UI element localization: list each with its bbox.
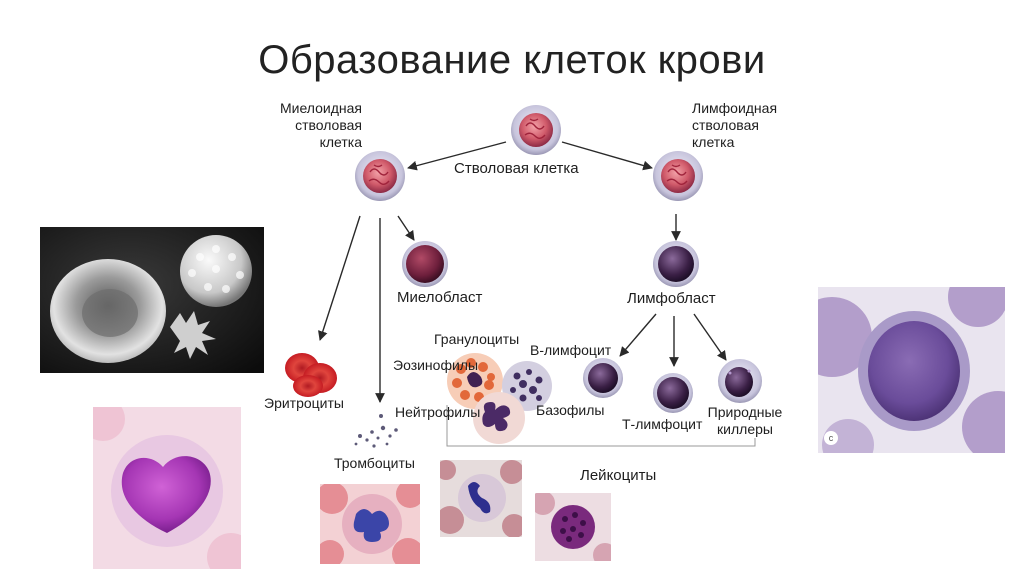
label-t-lymphocyte: Т-лимфоцит: [622, 416, 703, 432]
sem-photo: [40, 227, 264, 373]
label-lymphoblast: Лимфобласт: [627, 290, 716, 307]
label-stem-cell: Стволовая клетка: [454, 160, 579, 177]
platelets-cells: [354, 414, 398, 448]
page-title: Образование клеток крови: [258, 38, 766, 82]
band-neutrophil-photo: [440, 460, 522, 537]
label-platelets: Тромбоциты: [334, 455, 415, 471]
myeloblast-cell: [402, 241, 448, 287]
stem-cell: [511, 105, 561, 155]
label-granulocytes: Гранулоциты: [434, 331, 520, 347]
neutrophil-photo: [320, 484, 420, 564]
label-natural-killers: Природные киллеры: [707, 404, 783, 437]
monocyte-photo: [93, 407, 241, 569]
label-neutrophils: Нейтрофилы: [395, 404, 481, 420]
erythrocytes-cells: [285, 353, 337, 397]
leukocytes-bracket: [446, 405, 756, 447]
label-leukocytes: Лейкоциты: [580, 467, 657, 484]
neutrophil-cell: [473, 392, 525, 444]
label-erythrocytes: Эритроциты: [264, 395, 344, 411]
t-lymphocyte-cell: [653, 373, 693, 413]
b-lymphocyte-cell: [583, 358, 623, 398]
myeloid-stem-cell: [355, 151, 405, 201]
arrow-lymphoblast-to-b: [619, 313, 657, 357]
label-basophils: Базофилы: [536, 402, 605, 418]
label-myeloid-stem: Миелоидная стволовая клетка: [279, 100, 362, 150]
lymphocyte-photo: c: [818, 287, 1005, 453]
arrow-myeloid-to-myeloblast: [397, 215, 415, 241]
arrow-stem-to-lymphoid: [561, 141, 653, 171]
arrow-lymphoblast-to-nk: [693, 313, 727, 361]
label-lymphoid-stem: Лимфоидная стволовая клетка: [692, 100, 778, 150]
arrow-myeloid-to-erythrocytes: [318, 215, 361, 341]
lymphoblast-cell: [653, 241, 699, 287]
basophil-photo: [535, 493, 611, 561]
natural-killer-cell: [718, 359, 762, 403]
label-b-lymphocyte: В-лимфоцит: [530, 342, 612, 358]
arrow-stem-to-myeloid: [407, 141, 507, 171]
label-myeloblast: Миелобласт: [397, 289, 483, 306]
photo-label-badge: c: [824, 431, 838, 445]
lymphoid-stem-cell: [653, 151, 703, 201]
label-eosinophils: Эозинофилы: [393, 357, 479, 373]
